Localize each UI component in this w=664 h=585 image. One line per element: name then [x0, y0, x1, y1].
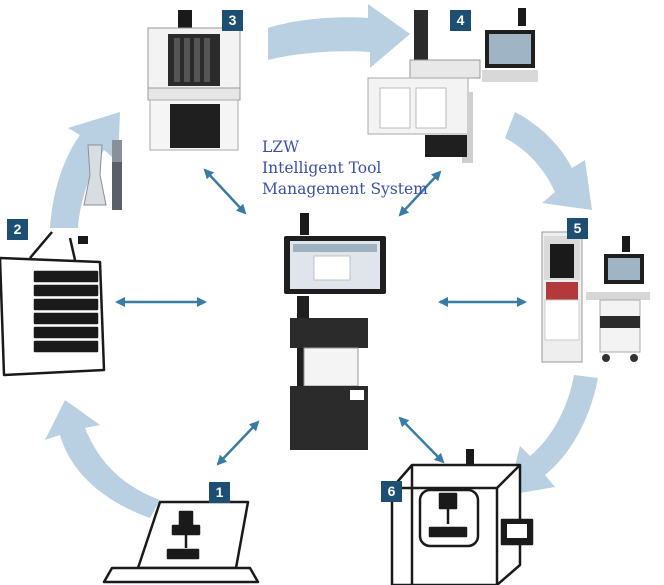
shrink-fit-machine-icon — [147, 10, 241, 151]
system-title: LZW Intelligent Tool Management System — [262, 137, 428, 200]
cycle-arrow-5-to-6 — [508, 375, 598, 495]
cycle-arrows — [45, 4, 598, 518]
cycle-arrow-4-to-5 — [505, 112, 592, 210]
cycle-arrow-1-to-2 — [45, 400, 160, 518]
station-badge-2: 2 — [7, 219, 28, 240]
link-arrows — [115, 168, 527, 466]
station-badge-4: 4 — [450, 10, 471, 31]
station-badge-5: 5 — [567, 218, 588, 239]
station-badge-3: 3 — [222, 10, 243, 31]
link-arrow-hub-6 — [398, 416, 445, 464]
link-arrow-hub-1 — [216, 420, 260, 466]
balancing-machine-icon — [541, 231, 650, 363]
cycle-arrow-2-to-3 — [50, 112, 120, 228]
tool-presetter-icon — [367, 8, 538, 163]
title-line-3: Management System — [262, 180, 428, 198]
tool-cabinet-icon — [0, 231, 106, 377]
laptop-cad-icon — [102, 500, 260, 584]
tool-management-kiosk-icon — [284, 213, 386, 450]
link-arrow-hub-4 — [398, 170, 442, 217]
tool-holder-icon — [83, 140, 122, 210]
cnc-machine-icon — [390, 449, 534, 585]
title-line-2: Intelligent Tool — [262, 159, 382, 177]
station-badge-1: 1 — [209, 482, 230, 503]
cycle-arrow-3-to-4 — [268, 4, 410, 68]
link-arrow-hub-3 — [203, 168, 247, 215]
title-line-1: LZW — [262, 138, 299, 156]
station-badge-6: 6 — [381, 481, 402, 502]
